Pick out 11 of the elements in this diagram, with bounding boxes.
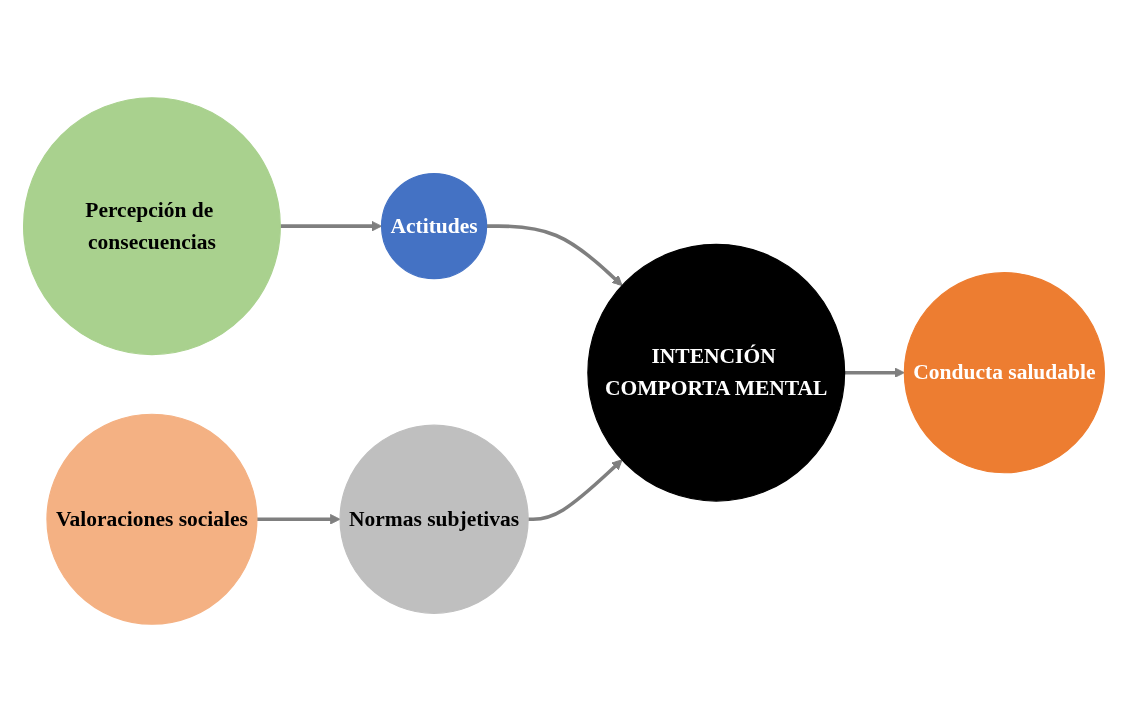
- arrow: [256, 514, 341, 525]
- node-circle: Conducta saludable: [903, 272, 1106, 474]
- arrow: [486, 224, 623, 286]
- node-circle: Valoraciones sociales: [46, 413, 258, 625]
- node-circle: INTENCIÓN COMPORTA MENTAL: [587, 243, 846, 502]
- arrow: [280, 220, 382, 232]
- node-circle: Actitudes: [380, 173, 488, 280]
- arrow: [528, 459, 623, 522]
- node-circle: Percepción de consecuencias: [22, 97, 281, 356]
- arrow: [844, 367, 905, 378]
- node-circle: Normas subjetivas: [339, 424, 529, 614]
